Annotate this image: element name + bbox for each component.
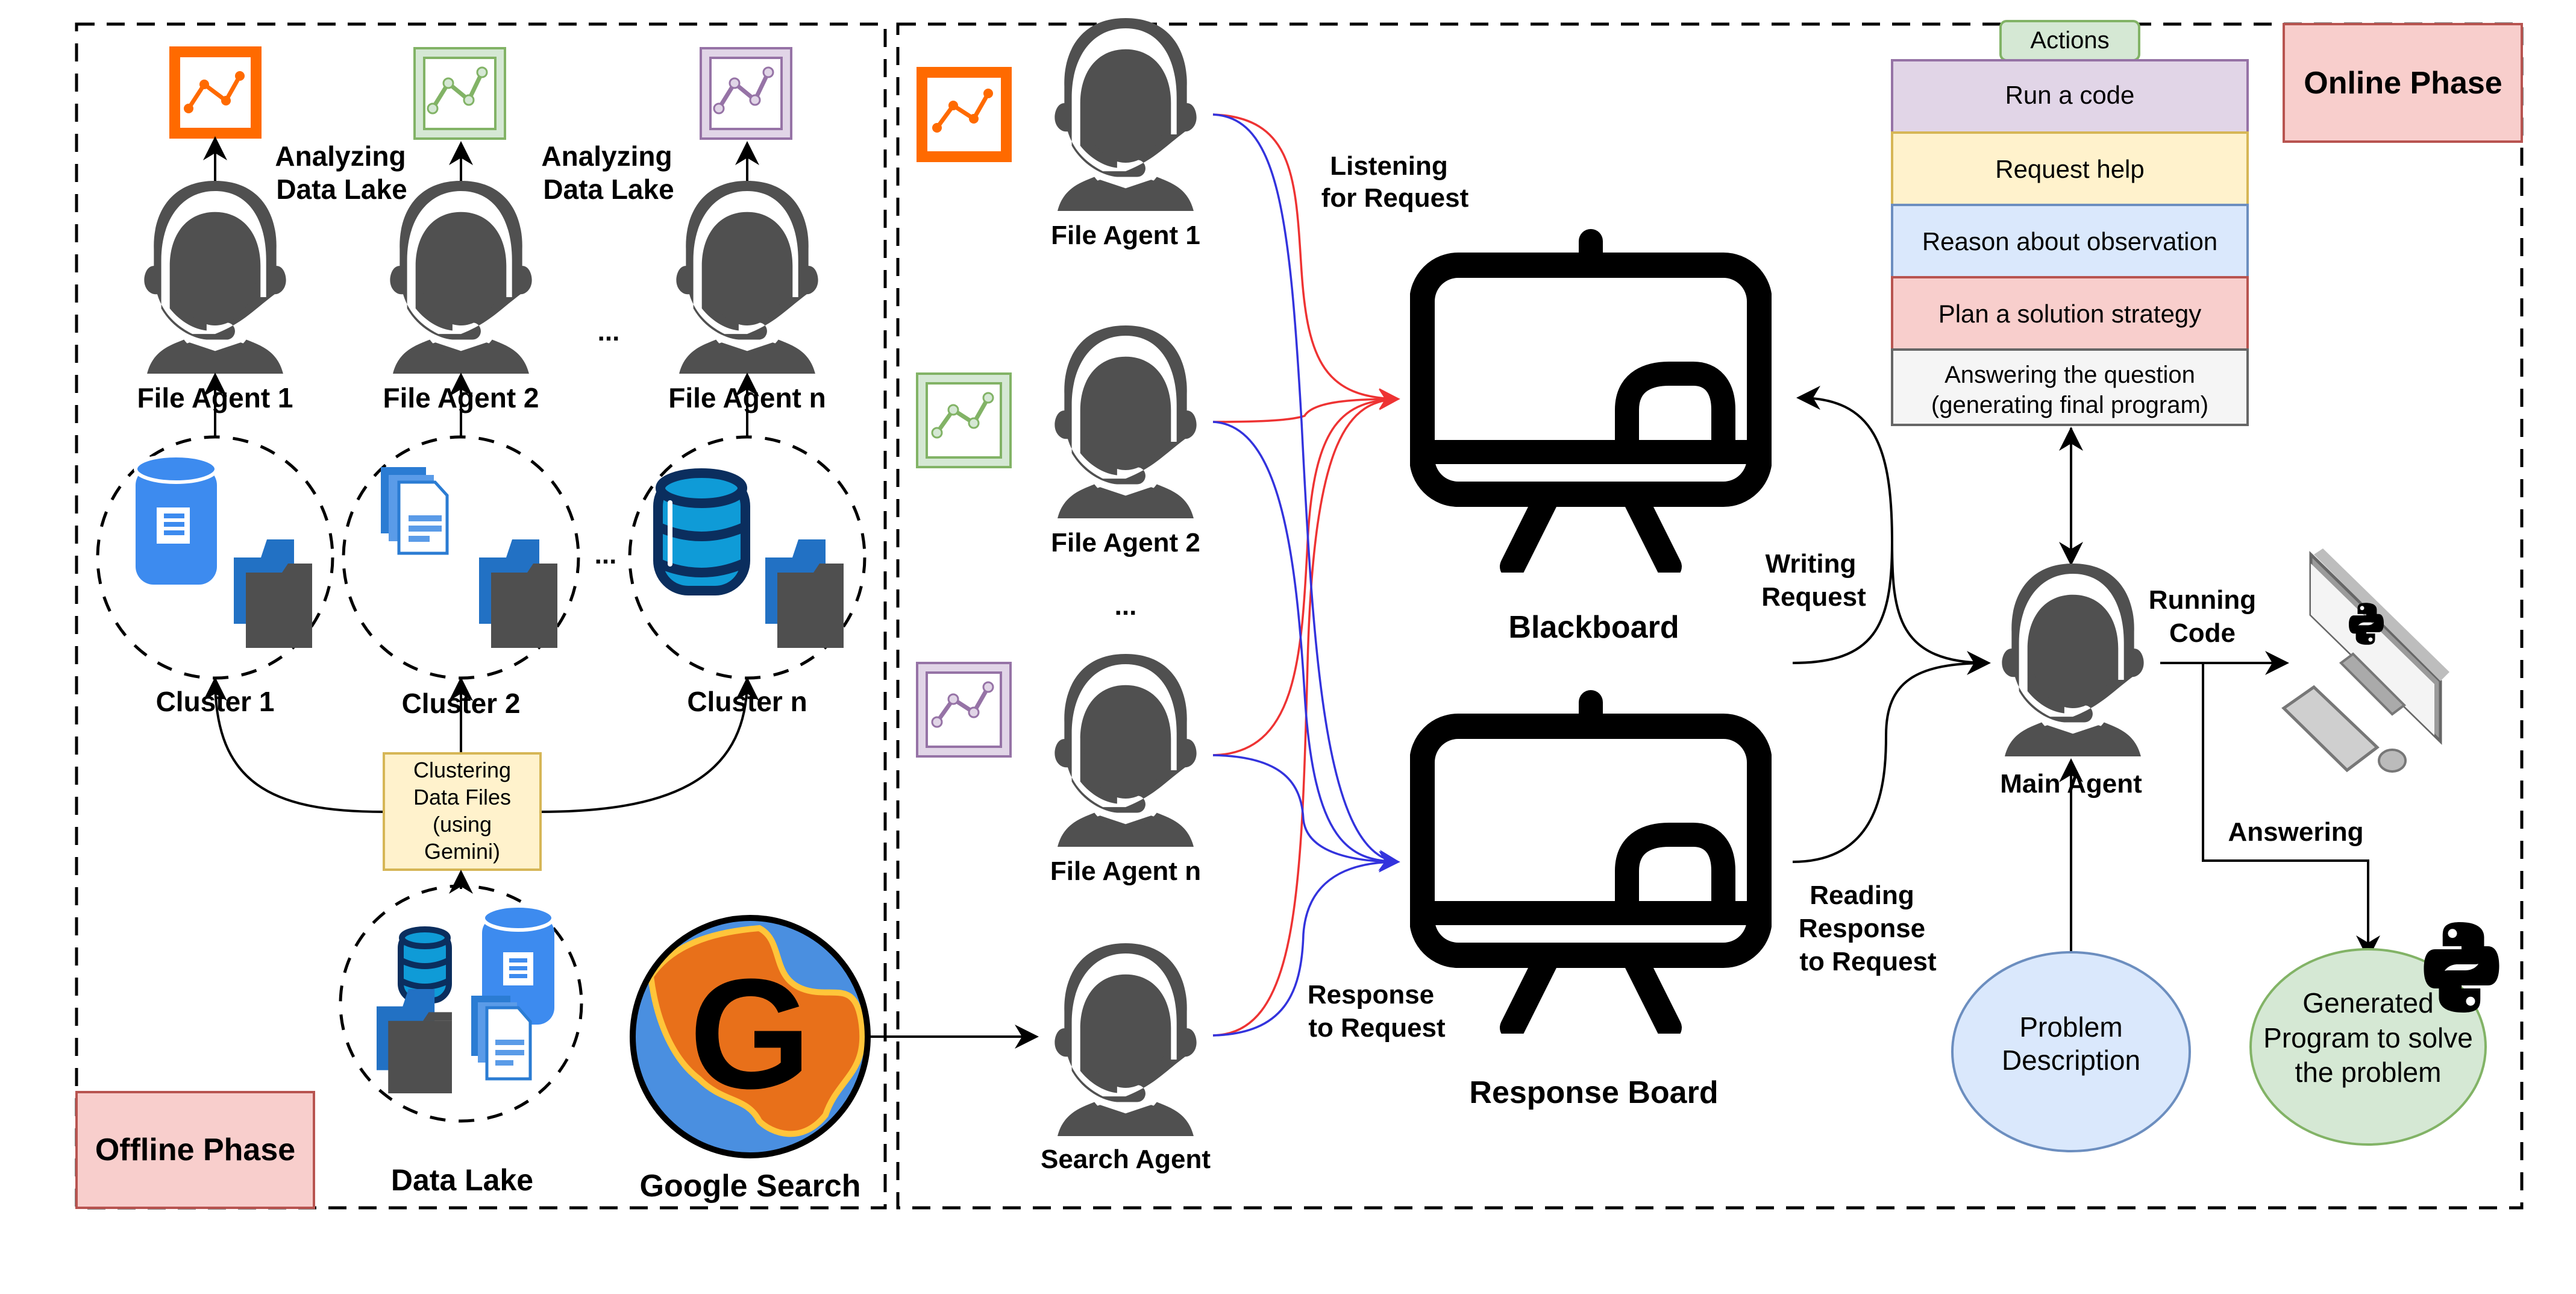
online-phase-label: Online Phase — [2304, 66, 2502, 101]
clustering-line-4: Gemini) — [424, 839, 500, 864]
action-plan-label: Plan a solution strategy — [1938, 300, 2202, 328]
folder-icon — [234, 539, 312, 648]
analyzing-label-2b: Data Lake — [543, 174, 674, 205]
clustering-line-1: Clustering — [413, 758, 511, 782]
arrow-main-to-blackboard — [1796, 386, 1989, 664]
reading-label-3: to Request — [1799, 947, 1937, 976]
google-search-label: Google Search — [640, 1169, 861, 1204]
analyzing-label-1a: Analyzing — [275, 140, 406, 172]
action-run-code-label: Run a code — [2005, 81, 2135, 109]
folder-icon — [479, 539, 557, 648]
computer-icon — [2281, 548, 2449, 773]
analyzing-label-2a: Analyzing — [541, 140, 672, 172]
chart-icon-n — [916, 662, 1012, 758]
arrow-clustering-clustern — [539, 677, 759, 813]
online-file-agent-2-label: File Agent 2 — [1051, 528, 1200, 557]
online-file-agent-1-label: File Agent 1 — [1051, 221, 1200, 250]
generated-label-1: Generated — [2302, 987, 2433, 1019]
response-label-1: Response — [1308, 980, 1434, 1010]
reading-label-1: Reading — [1810, 881, 1914, 910]
response-arrow-search — [1212, 851, 1400, 1037]
request-arrow-agent2 — [1212, 388, 1400, 423]
online-file-agent-2-icon — [1048, 325, 1203, 518]
online-file-agent-1-icon — [1048, 18, 1203, 211]
file-agent-2-icon — [384, 181, 538, 374]
response-arrow-agent1 — [1212, 113, 1400, 871]
action-plan — [1891, 276, 2249, 351]
data-lake-boundary — [339, 884, 583, 1123]
blackboard-label: Blackboard — [1508, 610, 1679, 645]
documents-icon — [471, 996, 532, 1081]
problem-description-node — [1951, 951, 2191, 1152]
online-agents-ellipsis: ... — [1115, 591, 1137, 621]
offline-phase-label: Offline Phase — [95, 1132, 295, 1167]
arrow-writing-curve — [1792, 542, 1893, 664]
problem-label-1: Problem — [2019, 1011, 2122, 1043]
listening-label-2: for Request — [1321, 183, 1469, 213]
generated-label-2: Program to solve — [2263, 1022, 2473, 1054]
writing-label-2: Request — [1761, 582, 1866, 612]
generated-label-3: the problem — [2295, 1057, 2442, 1088]
database-doc-icon — [134, 454, 218, 585]
data-lake-label: Data Lake — [391, 1163, 533, 1197]
offline-phase-container — [75, 22, 887, 1210]
listening-label-1: Listening — [1330, 151, 1448, 181]
arrow-answering — [2202, 663, 2380, 960]
online-phase-badge — [2283, 23, 2523, 143]
folder-icon — [765, 539, 844, 648]
clustering-line-2: Data Files — [413, 785, 511, 809]
action-answer-label-1: Answering the question — [1945, 362, 2195, 388]
clusters-ellipsis: ... — [595, 540, 617, 570]
problem-label-2: Description — [2002, 1044, 2140, 1076]
chart-icon-1 — [169, 46, 262, 139]
chart-icon-n — [700, 47, 792, 140]
action-answer — [1891, 348, 2249, 426]
running-label-1: Running — [2149, 585, 2256, 615]
online-file-agent-n-icon — [1048, 654, 1203, 847]
action-request-help-label: Request help — [1995, 155, 2145, 183]
chart-icon-1 — [917, 67, 1012, 162]
analyzing-label-1b: Data Lake — [276, 174, 407, 205]
response-arrow-agent2 — [1212, 421, 1400, 872]
file-agent-n-icon — [670, 181, 824, 374]
request-arrow-agentn — [1212, 389, 1400, 756]
arrow-responseboard-to-main — [1792, 651, 1991, 863]
google-search-icon: G — [630, 915, 871, 1158]
folder-icon — [377, 988, 452, 1094]
answering-label: Answering — [2228, 817, 2364, 847]
response-arrow-agentn — [1212, 754, 1400, 873]
clustering-line-3: (using — [433, 812, 492, 837]
clustering-box — [383, 752, 542, 871]
blackboard-icon — [1422, 229, 1760, 567]
database-icon — [653, 468, 750, 595]
writing-label-1: Writing — [1766, 549, 1857, 579]
chart-icon-2 — [916, 372, 1012, 468]
file-agent-1-icon — [138, 181, 292, 374]
action-answer-label-2: (generating final program) — [1931, 392, 2208, 418]
chart-icon-2 — [413, 47, 506, 140]
search-agent-label: Search Agent — [1041, 1145, 1211, 1174]
database-icon — [398, 926, 452, 1003]
running-label-2: Code — [2169, 618, 2236, 648]
reading-label-2: Response — [1799, 914, 1925, 943]
offline-phase-badge — [75, 1091, 315, 1209]
online-file-agent-n-label: File Agent n — [1050, 856, 1201, 886]
documents-icon — [381, 467, 449, 555]
agents-ellipsis: ... — [598, 317, 620, 347]
request-arrow-search — [1212, 389, 1400, 1037]
generated-program-node — [2249, 948, 2487, 1146]
arrow-clustering-cluster1 — [203, 677, 384, 813]
action-reason-label: Reason about observation — [1922, 227, 2217, 256]
response-board-icon — [1422, 690, 1760, 1028]
online-phase-container — [896, 22, 2524, 1210]
main-agent-icon — [1996, 564, 2150, 756]
request-arrow-agent1 — [1212, 113, 1400, 409]
actions-header-label: Actions — [2030, 27, 2109, 54]
svg-text:G: G — [689, 947, 811, 1122]
response-board-label: Response Board — [1469, 1075, 1718, 1110]
response-label-2: to Request — [1308, 1013, 1446, 1043]
action-request-help — [1891, 131, 2249, 206]
search-agent-icon — [1048, 943, 1203, 1136]
